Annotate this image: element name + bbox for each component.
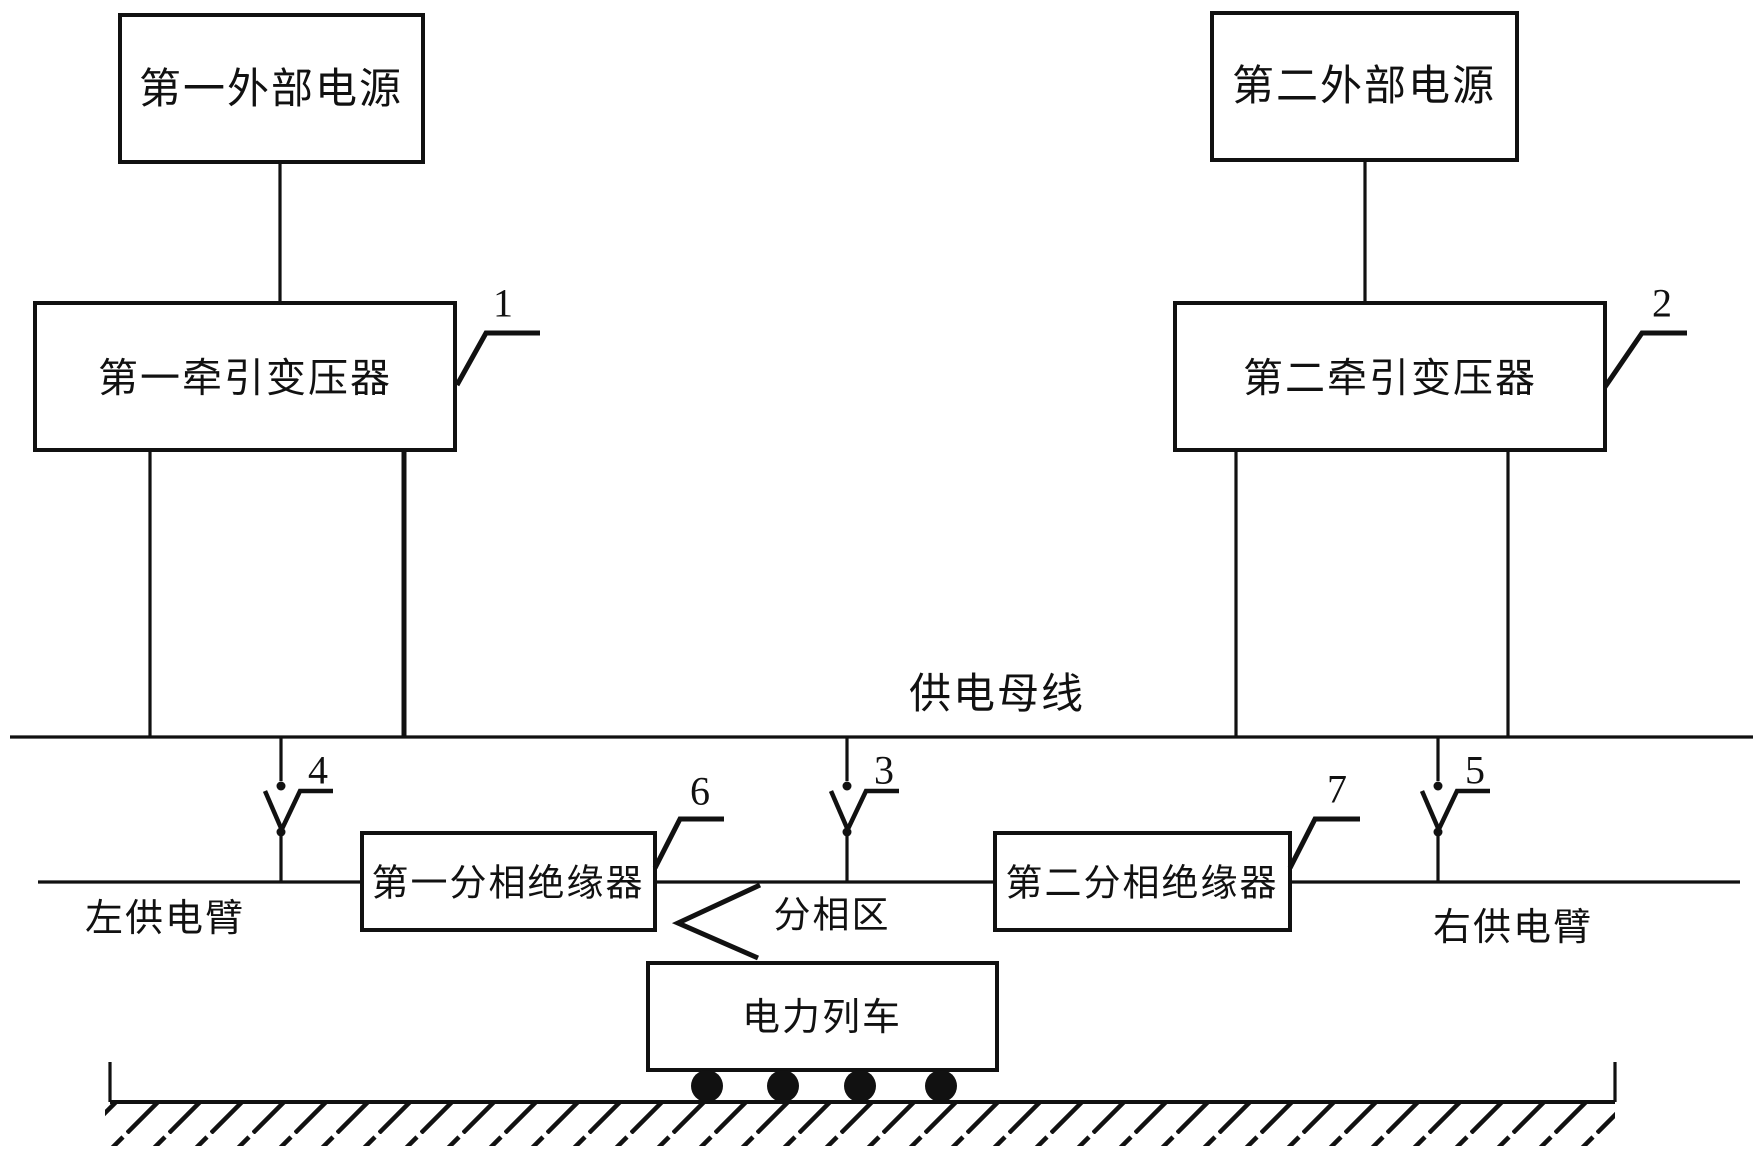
switch-5-blade — [1419, 790, 1441, 829]
switch-4-top-contact-dot — [276, 781, 286, 791]
external-power-1-box — [118, 13, 425, 164]
switch-5-symbol: 5 — [1419, 737, 1490, 882]
rail-and-ground — [105, 1062, 1617, 1146]
ref-callout-7: 7 — [1287, 767, 1360, 870]
ref-2-number: 2 — [1652, 281, 1672, 326]
train-wheel-icon — [767, 1070, 799, 1102]
ref-2-leader-line — [1602, 330, 1687, 389]
phase-insulator-2-box — [993, 831, 1292, 932]
traction-transformer-2-label: 第二牵引变压器 — [1243, 356, 1537, 401]
phase-separation-zone-label: 分相区 — [774, 896, 891, 937]
switch-3-symbol: 3 — [828, 737, 899, 882]
phase-insulator-1-label: 第一分相绝缘器 — [372, 863, 645, 905]
ref-6-leader-line — [652, 816, 724, 870]
external-power-2-node: 第二外部电源 — [1210, 11, 1519, 162]
switch-3-number: 3 — [874, 748, 894, 793]
train-wheel-icon — [925, 1070, 957, 1102]
switch-4-leader-line — [278, 788, 333, 832]
switch-5-top-contact-dot — [1433, 781, 1443, 791]
traction-transformer-1-label: 第一牵引变压器 — [98, 356, 392, 401]
traction-transformer-2-node: 第二牵引变压器 — [1173, 301, 1607, 452]
switch-5-leader-line — [1435, 788, 1490, 832]
ref-1-leader-line — [454, 330, 540, 387]
external-power-2-label: 第二外部电源 — [1232, 64, 1496, 110]
ground-hatching — [105, 1104, 1615, 1146]
phase-insulator-2-node: 第二分相绝缘器 — [993, 831, 1292, 932]
train-wheels — [691, 1070, 957, 1102]
train-label: 电力列车 — [742, 997, 902, 1039]
ref-callout-6: 6 — [652, 769, 724, 870]
traction-transformer-1-node: 第一牵引变压器 — [33, 301, 457, 452]
external-power-1-label: 第一外部电源 — [139, 67, 403, 113]
ref-6-number: 6 — [690, 769, 710, 814]
switch-4-blade — [262, 790, 284, 829]
switch-3-leader-line — [844, 788, 899, 832]
right-supply-arm-label: 右供电臂 — [1433, 907, 1593, 949]
phase-insulator-1-box — [360, 831, 657, 932]
train-node: 电力列车 — [646, 961, 999, 1072]
phase-insulator-2-label: 第二分相绝缘器 — [1006, 863, 1279, 905]
switch-5-number: 5 — [1465, 748, 1485, 793]
external-power-1-node: 第一外部电源 — [118, 13, 425, 164]
traction-transformer-2-box — [1173, 301, 1607, 452]
switch-3-top-contact-dot — [842, 781, 852, 791]
external-power-2-box — [1210, 11, 1519, 162]
switch-3-blade — [828, 790, 850, 829]
ref-1-number: 1 — [493, 281, 513, 326]
ref-callout-2: 2 — [1602, 281, 1687, 389]
train-wheel-icon — [844, 1070, 876, 1102]
supply-bus-label: 供电母线 — [909, 672, 1085, 718]
train-wheel-icon — [691, 1070, 723, 1102]
switch-4-symbol: 4 — [262, 737, 333, 882]
ref-7-number: 7 — [1327, 767, 1347, 812]
switch-4-number: 4 — [308, 748, 328, 793]
phase-insulator-1-node: 第一分相绝缘器 — [360, 831, 657, 932]
left-supply-arm-label: 左供电臂 — [85, 898, 245, 940]
train-box — [646, 961, 999, 1072]
ref-callout-1: 1 — [454, 281, 540, 387]
traction-transformer-1-box — [33, 301, 457, 452]
ref-7-leader-line — [1287, 816, 1360, 870]
phase-zone-pointer-chevron-icon — [671, 882, 762, 961]
